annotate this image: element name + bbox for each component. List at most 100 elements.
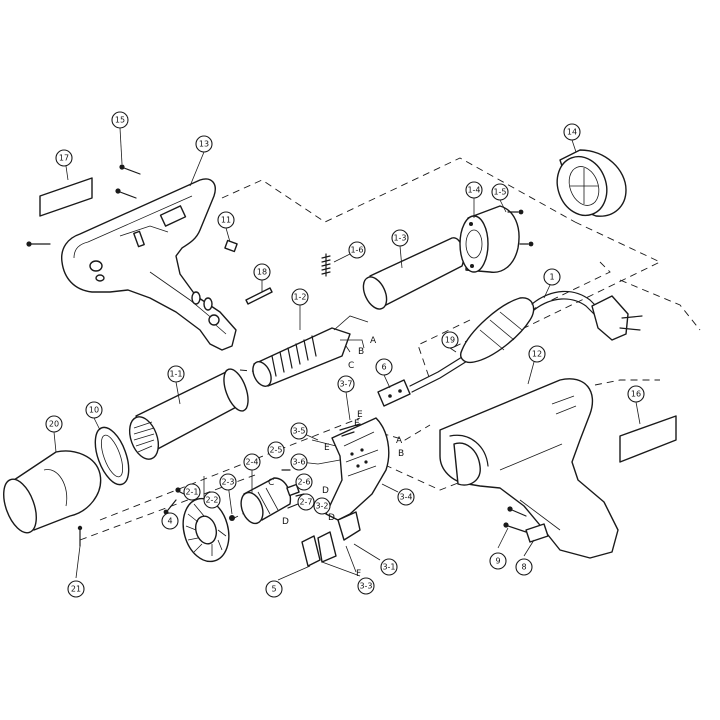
callout-c5: 5	[265, 580, 283, 598]
wire-letter: E	[324, 443, 330, 453]
callout-c2-1: 2-1	[183, 483, 201, 501]
callout-label: 1-6	[350, 246, 363, 255]
sleeve-tube-1-3	[362, 237, 465, 310]
callout-c2-3: 2-3	[219, 473, 237, 491]
callout-c2-5: 2-5	[267, 441, 285, 459]
callout-c3-3: 3-3	[357, 577, 375, 595]
callout-c10: 10	[85, 401, 103, 419]
callout-label: 2-1	[185, 488, 198, 497]
callout-c9: 9	[489, 552, 507, 570]
wire-letter: A	[396, 436, 403, 446]
callout-label: 2-6	[297, 478, 310, 487]
label-plate-17	[39, 177, 93, 217]
wire-letter: E	[357, 410, 363, 420]
callout-label: 3-7	[339, 380, 352, 389]
wire-letters: A B C E E A B E D C D D F	[268, 336, 404, 579]
callout-label: 2-5	[269, 446, 282, 455]
callout-c1-2: 1-2	[291, 288, 309, 306]
callout-label: 1-2	[293, 293, 306, 302]
callout-c2-6: 2-6	[295, 473, 313, 491]
callout-c2-4: 2-4	[243, 453, 261, 471]
wire-letter: C	[268, 478, 274, 488]
callout-c11: 11	[217, 211, 235, 229]
label-plate-16	[619, 415, 677, 463]
heating-coil-1-2	[252, 315, 369, 387]
callout-label: 17	[59, 154, 69, 163]
callout-c19: 19	[441, 331, 459, 349]
rear-cap-14	[556, 149, 627, 217]
wire-letter: A	[370, 336, 377, 346]
nozzle-20	[3, 450, 102, 534]
callout-c14: 14	[563, 123, 581, 141]
callout-label: 21	[71, 585, 81, 594]
callout-label: 13	[199, 140, 209, 149]
callout-c1: 1	[543, 268, 561, 286]
callout-c2-2: 2-2	[203, 491, 221, 509]
callout-label: 3-5	[292, 427, 305, 436]
callout-label: 11	[221, 216, 231, 225]
callout-label: 1-3	[393, 234, 406, 243]
callout-label: 1-4	[467, 186, 480, 195]
nut-11	[224, 239, 238, 253]
callout-c21: 21	[67, 580, 85, 598]
callout-label: 20	[49, 420, 59, 429]
callout-label: 2-7	[299, 498, 312, 507]
callout-c1-6: 1-6	[348, 241, 366, 259]
switch-bracket-3	[301, 417, 390, 567]
wire-letter: D	[328, 513, 335, 523]
callout-label: 1-5	[493, 188, 506, 197]
callout-label: 2-3	[221, 478, 234, 487]
callout-c13: 13	[195, 135, 213, 153]
callout-label: 19	[445, 336, 455, 345]
upper-housing-half	[61, 178, 237, 351]
callout-label: 10	[89, 406, 99, 415]
outer-tube-1-1	[128, 368, 249, 460]
callout-label: 2-4	[245, 458, 258, 467]
callout-label: 14	[567, 128, 577, 137]
callout-label: 18	[257, 268, 267, 277]
callout-label: 8	[521, 563, 526, 572]
fan-impeller-2-1	[182, 497, 230, 563]
callout-label: 5	[271, 585, 276, 594]
callout-c18: 18	[253, 263, 271, 281]
leader-lines	[53, 127, 641, 581]
motor-2-4	[240, 477, 300, 525]
callout-label: 3-1	[382, 563, 395, 572]
spring-1-6	[321, 253, 331, 277]
power-cord-1	[409, 290, 643, 393]
callout-c4: 4	[161, 512, 179, 530]
screw-4	[163, 499, 177, 515]
callout-c3-2: 3-2	[313, 497, 331, 515]
callout-label: 3-4	[399, 493, 412, 502]
callout-label: 12	[532, 350, 542, 359]
wire-letter: D	[322, 486, 329, 496]
screws-1-5	[507, 209, 534, 247]
gasket-10	[94, 426, 130, 486]
callout-label: 3-6	[292, 458, 305, 467]
callout-label: 16	[631, 390, 641, 399]
callout-label: 6	[381, 363, 386, 372]
callout-label: 9	[495, 557, 500, 566]
callout-c8: 8	[515, 558, 533, 576]
callout-c1-1: 1-1	[167, 365, 185, 383]
wire-letter: E	[354, 419, 360, 429]
wire-letter: F	[356, 569, 361, 579]
terminal-block-6	[377, 379, 411, 407]
screw-9	[503, 506, 527, 533]
element-holder-1-4	[459, 205, 520, 273]
callout-c1-4: 1-4	[465, 181, 483, 199]
callout-label: 3-3	[359, 582, 372, 591]
callout-c1-3: 1-3	[391, 229, 409, 247]
callout-c12: 12	[528, 345, 546, 363]
callout-label: 15	[115, 116, 125, 125]
callout-label: 2-2	[205, 496, 218, 505]
housing-screws	[26, 164, 141, 247]
callout-label: 1-1	[169, 370, 182, 379]
callout-label: 4	[167, 517, 172, 526]
callout-c17: 17	[55, 149, 73, 167]
callout-c3-7: 3-7	[337, 375, 355, 393]
callout-c3-1: 3-1	[380, 558, 398, 576]
callout-c3-4: 3-4	[397, 488, 415, 506]
wire-letter: C	[348, 361, 354, 371]
